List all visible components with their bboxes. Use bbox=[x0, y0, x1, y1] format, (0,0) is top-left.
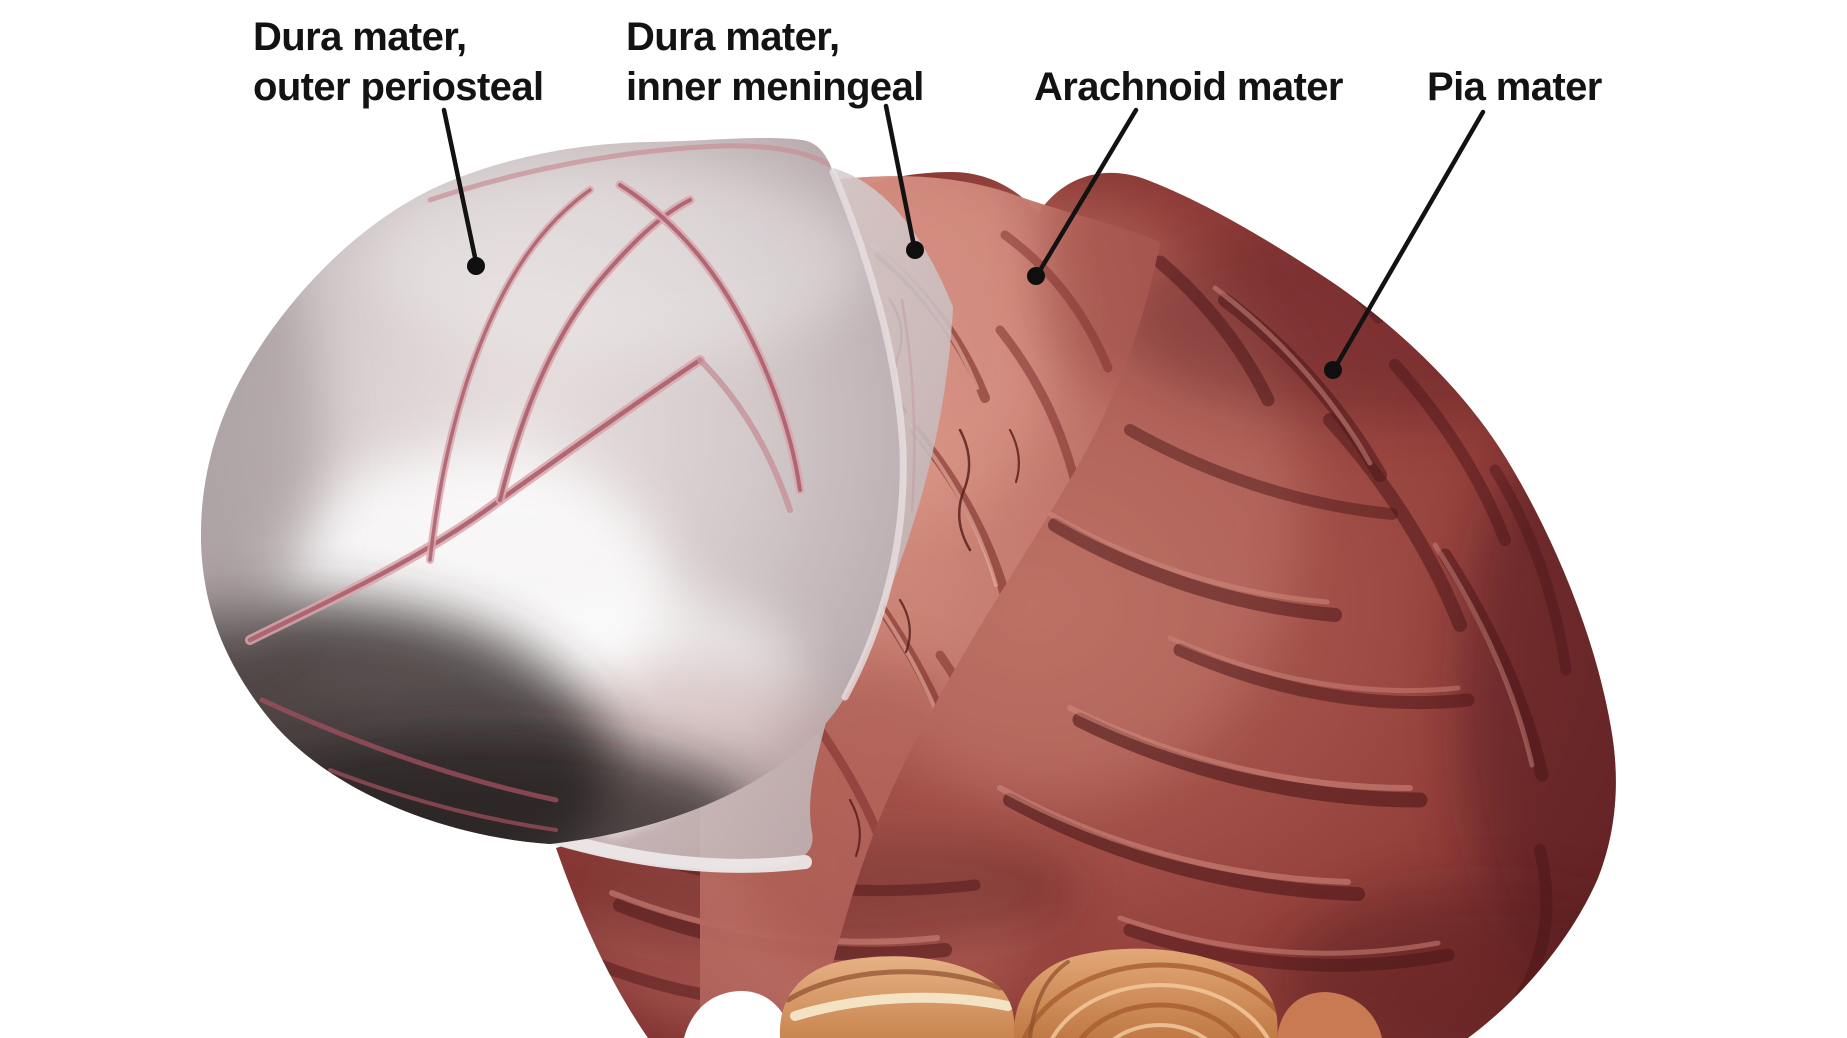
pons-shadow-line bbox=[785, 969, 1003, 1003]
cerebellum-folia bbox=[1013, 960, 1278, 1038]
sulcus-line bbox=[1124, 424, 1398, 520]
vessel-line bbox=[618, 183, 802, 492]
sulcus-line bbox=[1153, 255, 1275, 407]
gyrus-highlight bbox=[1117, 915, 1441, 956]
vessel-line bbox=[958, 428, 972, 552]
dura-inner-cut-rim bbox=[549, 831, 812, 873]
label-pia: Pia mater bbox=[1427, 62, 1602, 112]
shading-blob bbox=[1120, 220, 1616, 420]
sulcus-line bbox=[1438, 548, 1549, 782]
sulcus-line bbox=[1516, 844, 1553, 1001]
leader-dot-dura-outer bbox=[467, 257, 485, 275]
midbrain-nub bbox=[1277, 992, 1382, 1038]
folia-arc bbox=[1013, 962, 1278, 1038]
folia-arc bbox=[1092, 1023, 1228, 1038]
sulcus-line bbox=[1048, 518, 1342, 622]
leader-line-dura-outer bbox=[441, 107, 479, 265]
folia-arc bbox=[1065, 1002, 1255, 1038]
folia-fold bbox=[1028, 960, 1070, 1038]
vessel-line bbox=[259, 697, 559, 803]
label-line: outer periosteal bbox=[253, 65, 544, 109]
folia-arc bbox=[1040, 983, 1278, 1038]
sulcus-line bbox=[1003, 793, 1365, 901]
leader-dot-pia bbox=[1324, 361, 1342, 379]
sulcus-line bbox=[1389, 359, 1511, 546]
leader-line-arachnoid bbox=[1036, 107, 1139, 275]
gyrus-highlight bbox=[1044, 509, 1330, 605]
vessel-line bbox=[697, 357, 793, 513]
sulcus-line bbox=[1000, 230, 1113, 373]
leader-dot-dura-inner bbox=[906, 241, 924, 259]
vessel-line bbox=[1008, 428, 1021, 484]
gyrus-highlight bbox=[1167, 635, 1461, 694]
vessel-line bbox=[498, 198, 692, 502]
leader-line-pia bbox=[1333, 109, 1486, 369]
vessel-line bbox=[427, 143, 833, 203]
label-line: Dura mater, bbox=[253, 15, 467, 59]
sulcus-line bbox=[1323, 413, 1467, 632]
sulcus-line bbox=[1072, 712, 1428, 808]
vessel-line bbox=[328, 768, 558, 832]
pons-details bbox=[785, 969, 1013, 1021]
label-line: inner meningeal bbox=[626, 65, 924, 109]
sulcus-line bbox=[1123, 923, 1455, 972]
label-arachnoid: Arachnoid mater bbox=[1034, 62, 1343, 112]
sulcus-line bbox=[1173, 643, 1475, 710]
gyrus-highlight bbox=[1432, 542, 1535, 768]
shading-blob bbox=[201, 210, 320, 650]
pons-glossy-band bbox=[790, 992, 1013, 1021]
vessel-line bbox=[900, 298, 916, 512]
label-dura-inner: Dura mater, inner meningeal bbox=[626, 12, 924, 112]
shading-blob bbox=[1040, 176, 1160, 400]
background-gap bbox=[684, 991, 791, 1038]
dura-outer-cut-edge bbox=[829, 168, 907, 701]
label-line: Arachnoid mater bbox=[1034, 65, 1343, 109]
sulcus-line bbox=[1489, 464, 1572, 676]
vessel-line bbox=[848, 798, 861, 858]
gyrus-highlight bbox=[1067, 705, 1413, 791]
gyrus-highlight bbox=[1212, 285, 1373, 466]
gyrus-highlight bbox=[997, 785, 1351, 885]
leader-line-dura-inner bbox=[883, 103, 917, 249]
vessel-line bbox=[428, 188, 592, 562]
label-line: Pia mater bbox=[1427, 65, 1602, 109]
leader-dot-arachnoid bbox=[1027, 267, 1045, 285]
annotations bbox=[441, 103, 1486, 379]
brainstem-cerebellum bbox=[684, 948, 1382, 1038]
vessel-line bbox=[898, 598, 911, 654]
label-dura-outer: Dura mater, outer periosteal bbox=[253, 12, 544, 112]
dura-vessels bbox=[245, 143, 833, 832]
label-line: Dura mater, bbox=[626, 15, 840, 59]
shading-blob bbox=[1460, 410, 1616, 990]
